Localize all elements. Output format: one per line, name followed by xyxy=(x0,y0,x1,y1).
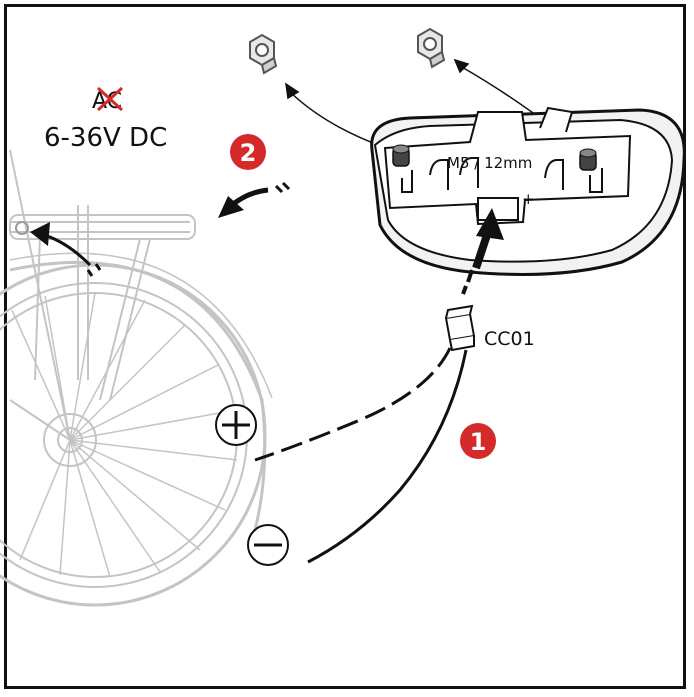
step-2-arrow xyxy=(218,181,291,218)
negative-cable xyxy=(307,349,468,564)
rear-rack-top xyxy=(9,214,196,240)
connector-socket xyxy=(477,197,519,221)
rear-spokes xyxy=(11,292,238,578)
power-label: AC 6-36V DC xyxy=(44,86,167,153)
stud-right-icon xyxy=(579,148,597,171)
step-2-number: 2 xyxy=(240,139,257,167)
rack-mount-hole xyxy=(15,221,29,235)
positive-cable xyxy=(254,347,452,462)
step-1-number: 1 xyxy=(470,428,487,456)
cc01-connector-icon xyxy=(444,304,476,352)
screw-spec-label: M5 / 12mm xyxy=(447,154,532,172)
mount-arrow xyxy=(30,222,102,277)
voltage-label: 6-36V DC xyxy=(44,123,167,153)
bicycle-illustration xyxy=(0,149,273,607)
nut-left-icon xyxy=(249,33,278,75)
rear-hub-core xyxy=(57,427,83,453)
stud-left-icon xyxy=(392,144,410,167)
step-2-badge: 2 xyxy=(230,134,266,170)
insert-arrow xyxy=(461,208,504,295)
step-1-badge: 1 xyxy=(460,423,496,459)
socket-plus-mark: + xyxy=(522,190,535,208)
rear-hub xyxy=(43,413,97,467)
seat-stay xyxy=(9,149,71,441)
negative-terminal-icon xyxy=(247,524,289,566)
rear-fender xyxy=(9,260,267,531)
rack-strut xyxy=(109,238,151,401)
clips-left xyxy=(401,157,479,193)
rear-lamp-housing: M5 / 12mm + xyxy=(370,106,686,276)
diagram-frame xyxy=(4,4,686,689)
positive-terminal-icon xyxy=(215,404,257,446)
connector-label: CC01 xyxy=(484,328,535,350)
mounting-plate xyxy=(383,111,632,226)
nut-right-icon xyxy=(417,27,446,69)
clips-right xyxy=(544,159,603,193)
